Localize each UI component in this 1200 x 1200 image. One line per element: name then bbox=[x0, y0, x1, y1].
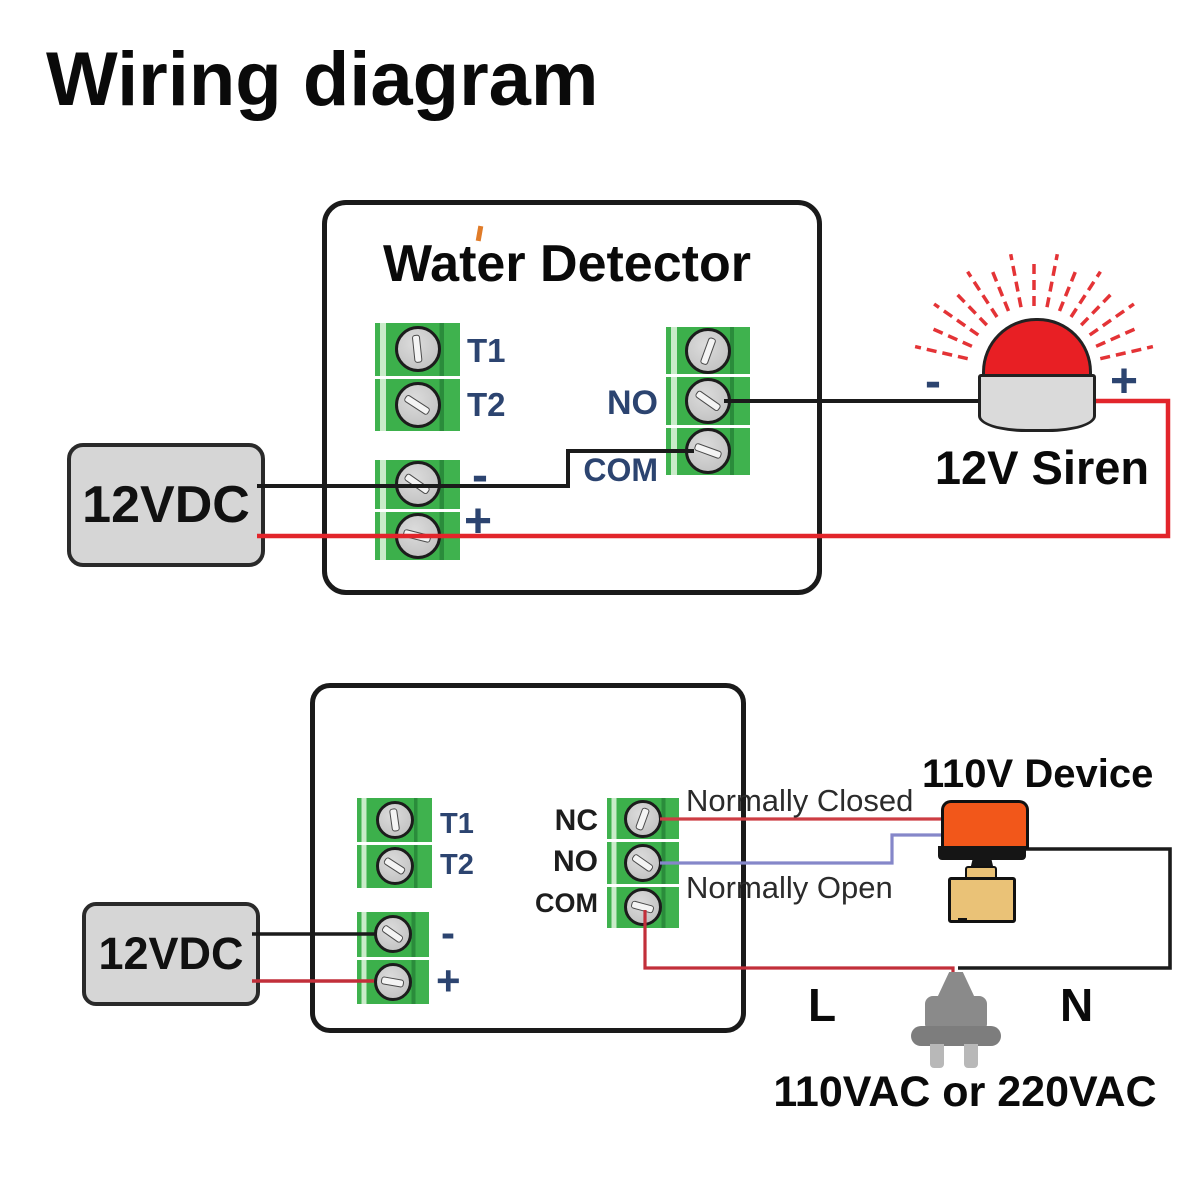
terminal-cell bbox=[607, 842, 679, 884]
label-nc: NC bbox=[554, 804, 598, 837]
device-label: 110V Device bbox=[922, 752, 1154, 796]
terminal-cell bbox=[357, 912, 429, 957]
screw-icon bbox=[375, 800, 414, 839]
siren-ray bbox=[1069, 270, 1102, 318]
label-no-bottom: NO bbox=[553, 845, 598, 878]
siren-ray bbox=[1079, 292, 1114, 327]
siren-plus-label: + bbox=[1110, 355, 1139, 408]
terminal-cell bbox=[666, 327, 750, 375]
terminal-cell bbox=[375, 460, 460, 509]
label-no-top: NO bbox=[607, 384, 658, 422]
screw-icon bbox=[394, 461, 441, 508]
screw-icon bbox=[394, 381, 441, 428]
valve-actuator-body bbox=[941, 800, 1029, 849]
label-t2-top: T2 bbox=[467, 386, 506, 423]
label-t2-bottom: T2 bbox=[440, 849, 474, 881]
normally-open-label: Normally Open bbox=[686, 870, 893, 905]
terminal-cell bbox=[607, 886, 679, 928]
siren-ray bbox=[933, 302, 980, 337]
plug-prong-left bbox=[930, 1044, 944, 1068]
siren-minus-label: - bbox=[925, 355, 941, 408]
siren-ray bbox=[914, 344, 969, 361]
power-supply-12vdc-bottom: 12VDC bbox=[82, 902, 260, 1006]
terminal-block-power-top bbox=[375, 460, 460, 560]
screw-icon bbox=[685, 327, 731, 374]
line-label: L bbox=[808, 979, 837, 1031]
screw-icon bbox=[624, 888, 662, 927]
normally-closed-label: Normally Closed bbox=[686, 783, 914, 818]
screw-icon bbox=[374, 915, 412, 954]
siren-dome bbox=[982, 318, 1092, 379]
power-supply-label: 12VDC bbox=[98, 928, 244, 979]
terminal-cell bbox=[357, 798, 432, 842]
plug-cable-entry bbox=[937, 972, 975, 998]
label-t1-bottom: T1 bbox=[440, 808, 474, 840]
terminal-block-power-bottom bbox=[357, 912, 429, 1004]
valve-actuator-base bbox=[938, 846, 1026, 860]
screw-icon bbox=[685, 428, 731, 475]
siren-ray bbox=[1057, 269, 1078, 312]
siren-ray bbox=[954, 292, 989, 327]
plug-body bbox=[925, 996, 987, 1030]
terminal-block-relay-top bbox=[666, 327, 750, 475]
siren-ray bbox=[930, 326, 973, 348]
screw-icon bbox=[374, 962, 412, 1001]
terminal-cell bbox=[666, 377, 750, 425]
screw-icon bbox=[624, 799, 662, 838]
terminal-block-t1-t2-bottom bbox=[357, 798, 432, 888]
plug-bar bbox=[911, 1026, 1001, 1046]
siren-ray bbox=[1008, 253, 1023, 308]
label-com-top: COM bbox=[583, 452, 658, 488]
label-com-bottom: COM bbox=[535, 888, 598, 918]
terminal-cell bbox=[666, 427, 750, 475]
label-plus-bottom: + bbox=[436, 957, 461, 1004]
siren-ray bbox=[1045, 253, 1060, 308]
terminal-cell bbox=[607, 798, 679, 840]
terminal-cell bbox=[357, 844, 432, 888]
terminal-block-relay-bottom bbox=[607, 798, 679, 928]
valve-drain-nub bbox=[958, 918, 967, 923]
terminal-cell bbox=[375, 323, 460, 376]
screw-icon bbox=[624, 843, 662, 882]
water-detector-title: Water Detector bbox=[383, 235, 751, 293]
screw-icon bbox=[685, 377, 731, 424]
siren-ray bbox=[966, 270, 999, 318]
neutral-label: N bbox=[1060, 979, 1094, 1031]
power-supply-label: 12VDC bbox=[82, 476, 250, 534]
power-supply-12vdc-top: 12VDC bbox=[67, 443, 265, 567]
valve-body bbox=[948, 877, 1016, 923]
terminal-cell bbox=[375, 511, 460, 560]
siren-ray bbox=[1088, 302, 1135, 337]
siren-label: 12V Siren bbox=[934, 441, 1150, 494]
page-title: Wiring diagram bbox=[46, 37, 599, 122]
siren-base bbox=[978, 374, 1096, 432]
siren-ray bbox=[990, 269, 1011, 312]
screw-icon bbox=[375, 847, 414, 886]
ac-voltage-label: 110VAC or 220VAC bbox=[773, 1068, 1157, 1116]
label-plus-top: + bbox=[464, 495, 493, 548]
terminal-cell bbox=[357, 959, 429, 1004]
label-minus-top: - bbox=[472, 449, 488, 502]
label-t1-top: T1 bbox=[467, 332, 506, 369]
screw-icon bbox=[394, 512, 441, 559]
plug-prong-right bbox=[964, 1044, 978, 1068]
screw-icon bbox=[394, 326, 441, 373]
terminal-cell bbox=[375, 378, 460, 431]
terminal-block-t1-t2-top bbox=[375, 323, 460, 431]
label-minus-bottom: - bbox=[441, 909, 455, 956]
siren-ray bbox=[1095, 326, 1138, 348]
